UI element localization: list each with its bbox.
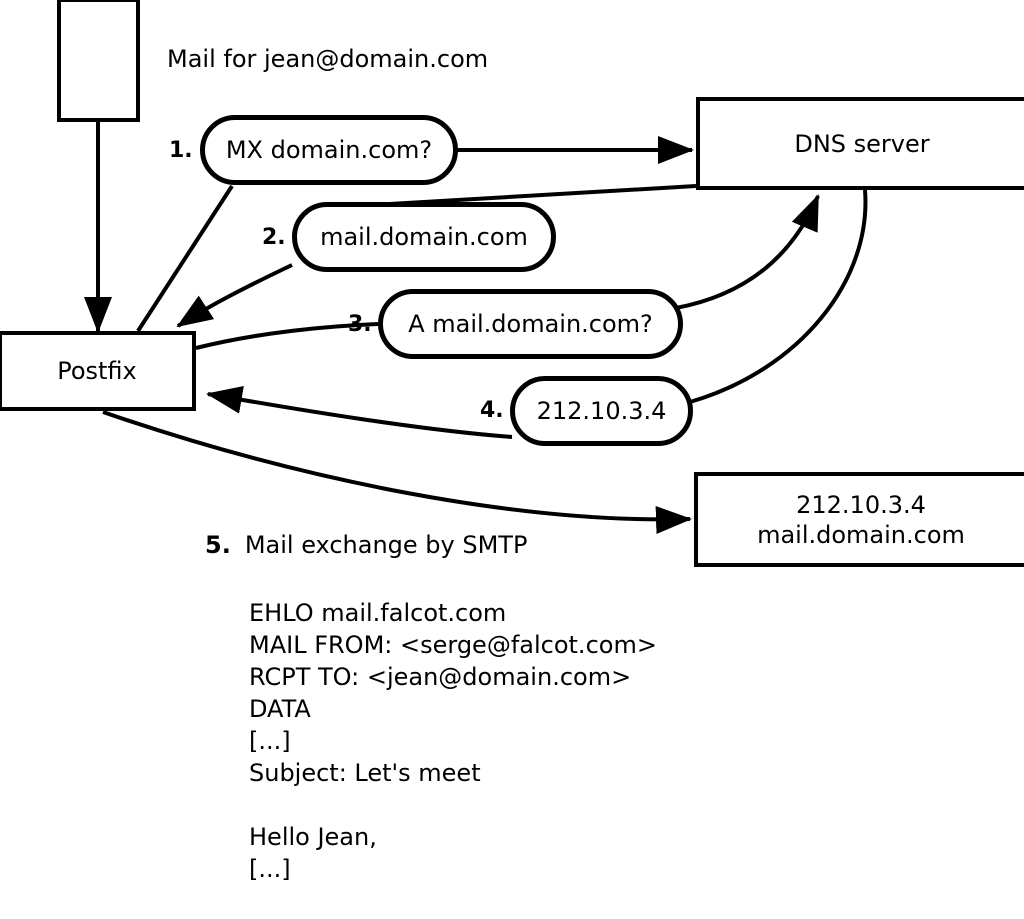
- step-3-number-text: 3.: [348, 312, 372, 337]
- step-5-label: 5. Mail exchange by SMTP: [205, 531, 527, 559]
- transcript-line: Subject: Let's meet: [249, 759, 481, 787]
- edge-step3-to-dns: [675, 194, 820, 310]
- step-2-number-text: 2.: [262, 225, 286, 250]
- transcript-line: MAIL FROM: <serge@falcot.com>: [249, 631, 657, 659]
- edge-postfix-to-mailserver: [102, 410, 692, 534]
- page-title-text: Mail for jean@domain.com: [167, 45, 489, 73]
- postfix-node: Postfix: [0, 331, 196, 411]
- step-1-number: 1.: [169, 138, 193, 163]
- dns-server-label: DNS server: [794, 129, 930, 158]
- edge-postfix-step1-tail: [136, 184, 234, 333]
- transcript-line: [249, 885, 657, 917]
- step-3-text: A mail.domain.com?: [408, 310, 653, 338]
- page-title: Mail for jean@domain.com: [167, 45, 488, 73]
- mail-server-node: 212.10.3.4 mail.domain.com: [694, 472, 1024, 567]
- transcript-line: DATA: [249, 695, 311, 723]
- step-5-text: Mail exchange by SMTP: [244, 531, 528, 559]
- edge-dns-to-step4: [689, 189, 868, 404]
- transcript-line: [249, 789, 657, 821]
- step-2-bubble: mail.domain.com: [292, 202, 556, 272]
- mail-server-hostname: mail.domain.com: [757, 520, 965, 549]
- mail-server-ip: 212.10.3.4: [796, 490, 926, 519]
- transcript-line: [...]: [249, 727, 291, 755]
- step-4-text: 212.10.3.4: [536, 397, 667, 425]
- transcript-line: Hello Jean,: [249, 823, 377, 851]
- step-3-number: 3.: [348, 312, 372, 337]
- step-1-text: MX domain.com?: [225, 136, 433, 164]
- transcript-line: [...]: [249, 855, 291, 883]
- step-3-bubble: A mail.domain.com?: [378, 289, 683, 359]
- sender-box: [57, 0, 140, 122]
- step-2-number: 2.: [262, 225, 286, 250]
- step-5-number-text: 5.: [205, 531, 231, 559]
- step-1-number-text: 1.: [169, 138, 193, 163]
- edge-step2-to-postfix: [176, 263, 293, 328]
- dns-server-node: DNS server: [696, 97, 1024, 190]
- edge-postfix-to-step3: [195, 322, 379, 350]
- step-2-text: mail.domain.com: [320, 223, 528, 251]
- step-4-number-text: 4.: [480, 398, 504, 423]
- transcript-line: RCPT TO: <jean@domain.com>: [249, 663, 632, 691]
- postfix-label: Postfix: [57, 357, 137, 385]
- edge-step4-to-postfix: [206, 386, 513, 439]
- step-4-number: 4.: [480, 398, 504, 423]
- step-1-bubble: MX domain.com?: [200, 115, 458, 185]
- step-4-bubble: 212.10.3.4: [510, 376, 693, 446]
- transcript-line: EHLO mail.falcot.com: [249, 599, 507, 627]
